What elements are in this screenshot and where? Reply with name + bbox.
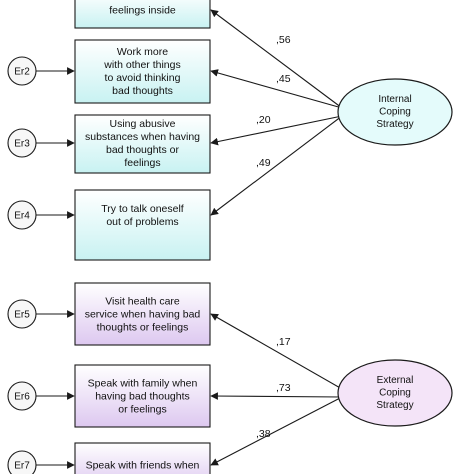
internal-loading-coefficient: ,45 <box>276 73 291 85</box>
internal-indicator-box <box>74 39 211 104</box>
error-term-circle <box>7 450 37 474</box>
external-indicator-text: thoughts or feelings <box>97 322 189 334</box>
external-indicator-text: having bad thoughts <box>95 391 190 403</box>
error-term-label: Er7 <box>14 461 30 472</box>
error-term-circle <box>7 200 37 230</box>
internal-indicator-box <box>74 114 211 174</box>
external-latent-label-line: External <box>377 375 414 386</box>
external-indicator-text: or feelings <box>118 404 166 416</box>
internal-indicator-box <box>74 0 211 29</box>
error-term-circle <box>7 56 37 86</box>
error-term-label: Er4 <box>14 211 30 222</box>
external-indicator-text: Speak with family when <box>88 378 198 390</box>
external-loading-coefficient: ,38 <box>256 428 271 440</box>
internal-loading-arrow <box>210 9 343 109</box>
internal-indicator-text: Work more <box>117 46 168 58</box>
internal-indicator-text: out of problems <box>106 216 178 228</box>
internal-indicator-text: Using abusive <box>110 118 176 130</box>
external-indicator-box <box>74 282 211 346</box>
external-loading-arrow <box>210 313 343 390</box>
internal-loading-coefficient: ,49 <box>256 157 271 169</box>
internal-indicator-text: Try to talk oneself <box>101 203 184 215</box>
external-latent-label-line: Coping <box>379 388 411 399</box>
error-term-label: Er6 <box>14 392 30 403</box>
internal-latent-label-line: Internal <box>378 94 411 105</box>
external-loading-coefficient: ,17 <box>276 336 291 348</box>
error-term-label: Er5 <box>14 310 30 321</box>
internal-indicator-text: with other things <box>103 59 180 71</box>
internal-latent-label-line: Coping <box>379 107 411 118</box>
external-loading-coefficient: ,73 <box>276 382 291 394</box>
internal-indicator-text: to avoid thinking <box>105 72 181 84</box>
external-loading-arrow <box>210 396 343 466</box>
error-term-label: Er2 <box>14 67 30 78</box>
internal-loading-coefficient: ,56 <box>276 34 291 46</box>
internal-latent-label-line: Strategy <box>376 119 413 130</box>
error-term-circle <box>7 128 37 158</box>
internal-indicator-text: feelings <box>124 157 160 169</box>
internal-latent-ellipse <box>337 78 453 146</box>
external-indicator-text: Speak with friends when <box>86 460 200 472</box>
external-indicator-box <box>74 364 211 428</box>
internal-loading-arrow <box>210 115 343 216</box>
external-loading-arrow <box>210 392 343 400</box>
error-term-label: Er3 <box>14 139 30 150</box>
external-latent-ellipse <box>337 359 453 427</box>
internal-loading-arrow <box>210 69 343 109</box>
external-latent-label-line: Strategy <box>376 400 413 411</box>
external-indicator-text: service when having bad <box>85 309 201 321</box>
internal-indicator-box <box>74 189 211 261</box>
internal-loading-arrow <box>210 115 343 146</box>
error-term-circle <box>7 299 37 329</box>
external-indicator-box <box>74 442 211 474</box>
internal-indicator-text: feelings inside <box>109 5 176 17</box>
internal-loading-coefficient: ,20 <box>256 114 271 126</box>
external-indicator-text: Visit health care <box>105 296 180 308</box>
internal-indicator-text: bad thoughts or <box>106 144 179 156</box>
internal-indicator-text: bad thoughts <box>112 85 173 97</box>
internal-indicator-text: substances when having <box>85 131 200 143</box>
error-term-circle <box>7 381 37 411</box>
